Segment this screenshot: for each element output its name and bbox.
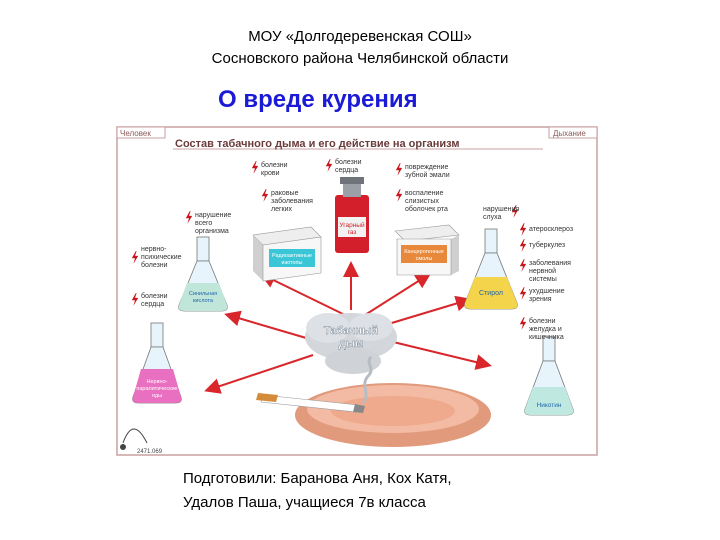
eff-stomach-2: желудка и [529,326,562,333]
sub-nicotine: Никотин [537,402,562,409]
sub-carc-1: Канцерогенные [404,249,444,255]
eff-lung-2: заболевания [271,197,313,205]
eff-hearing-1: нарушения [483,206,519,213]
eff-body-1: нарушение [195,212,231,219]
eff-tuberculosis: туберкулез [529,241,565,249]
box-radioactive [252,226,322,282]
tag-left-box [116,126,166,139]
flask-nicotine [524,336,574,416]
flask-nerve [132,322,182,404]
sub-nerve-1: Нервно- [147,379,168,385]
eff-heart-left-1: болезни [141,292,168,300]
eff-heart-left-2: сердца [141,301,164,308]
slide-title: О вреде курения [218,86,418,113]
eff-body-3: организма [195,228,229,235]
sub-styrol: Стирол [479,290,503,297]
poster-illustration: Человек Дыхание Состав табачного дыма и … [113,125,601,460]
eff-enamel-2: зубной эмали [405,171,450,179]
eff-nervous-2: нервной [529,267,556,275]
tag-right: Дыхание [553,129,586,138]
eff-stomach-3: кишечника [529,334,564,341]
tag-left: Человек [120,129,151,138]
sub-hcn-1: Синильная [189,291,217,297]
school-name: МОУ «Долгодеревенская СОШ» [248,28,472,45]
flask-styrol [464,228,518,310]
poster-heading: Состав табачного дыма и его действие на … [175,138,460,150]
eff-blood-1: болезни [261,161,288,169]
eff-vision-2: зрения [529,296,552,303]
tag-right-box [548,126,598,139]
eff-enamel-1: повреждение [405,164,449,171]
credits-line-1: Подготовили: Баранова Аня, Кох Катя, [183,470,452,487]
eff-lung-3: легких [271,206,293,213]
eff-vision-1: ухудшение [529,288,565,295]
eff-stomach-1: болезни [529,317,556,325]
eff-atherosclerosis: атеросклероз [529,226,573,233]
school-district: Сосновского района Челябинской области [211,50,509,67]
sub-radio-2: изотопы [282,260,303,266]
center-label-2: дым [339,338,364,350]
eff-hearing-2: слуха [483,214,502,221]
sub-carc-2: смолы [416,256,433,262]
credits-line-2: Удалов Паша, учащиеся 7в класса [183,494,426,511]
sub-co-1: Угарный [339,221,365,229]
flask-hcn [178,236,228,312]
sub-nerve-3: яды [152,393,162,399]
eff-blood-2: крови [261,170,280,177]
gas-bottle [335,177,369,253]
sub-radio-1: Радиоактивные [272,253,312,259]
eff-neuro-3: болезни [141,261,168,269]
eff-lung-1: раковые [271,190,299,197]
eff-body-2: всего [195,220,212,227]
eff-mucosa-3: оболочек рта [405,205,448,213]
eff-mucosa-1: воспаление [405,190,443,197]
eff-heart-top-1: болезни [335,158,362,166]
eff-nervous-1: заболевания [529,259,571,267]
eff-mucosa-2: слизистых [405,198,439,205]
ashtray [295,383,491,447]
credits: Подготовили: Баранова Аня, Кох Катя, Уда… [183,467,452,515]
poster-code: 2471.069 [137,449,163,455]
sub-hcn-2: кислота [193,298,214,304]
eff-neuro-2: психические [141,254,182,261]
eff-neuro-1: нервно- [141,246,167,253]
eff-heart-top-2: сердца [335,167,358,174]
center-label-1: Табачный [324,325,378,337]
cigarette [256,355,373,413]
arrows [204,261,492,394]
box-carcinogens [394,224,460,276]
smoke-cloud [305,313,397,374]
sub-co-2: газ [348,229,357,236]
sub-nerve-2: паралитические [136,386,177,392]
publisher-logo [120,428,148,450]
eff-nervous-3: системы [529,276,557,283]
